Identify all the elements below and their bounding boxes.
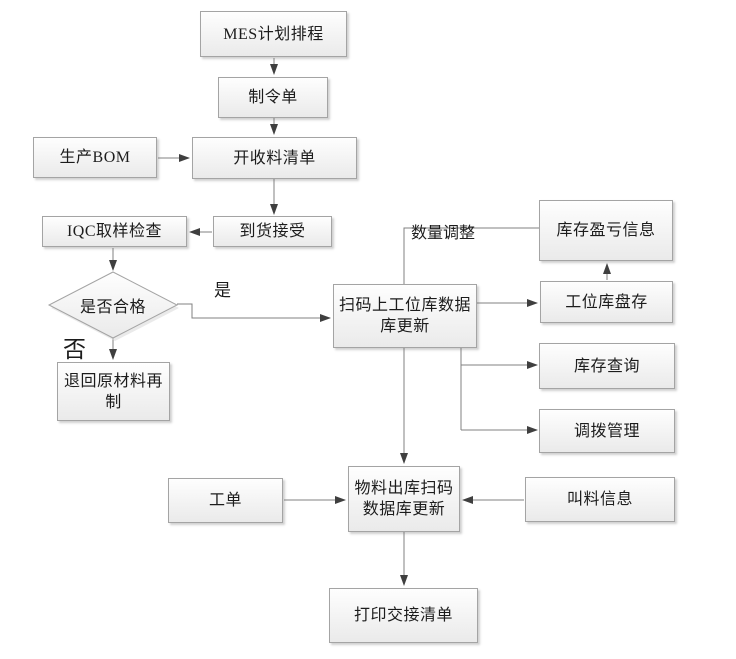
node-wuliao-chuku: 物料出库扫码 数据库更新: [348, 466, 460, 532]
node-diaobo-guanli: 调拨管理: [539, 409, 675, 453]
node-saoma-update: 扫码上工位库数据 库更新: [333, 284, 477, 348]
node-wuliao-chuku-line2: 数据库更新: [362, 501, 446, 518]
node-iqc-check: IQC取样检查: [42, 216, 187, 247]
node-gongwei-pancun: 工位库盘存: [540, 281, 673, 323]
node-saoma-update-line2: 库更新: [380, 318, 430, 335]
node-gongdan: 工单: [168, 478, 283, 523]
node-saoma-update-line1: 扫码上工位库数据: [338, 297, 471, 314]
edge-label-quantity-adjust: 数量调整: [411, 225, 476, 242]
node-jiaoliao-xinxi-label: 叫料信息: [566, 491, 633, 508]
node-diaobo-guanli-label: 调拨管理: [573, 422, 640, 440]
node-kucun-yingkui-label: 库存盈亏信息: [556, 222, 656, 239]
node-zhiling-dan: 制令单: [218, 77, 328, 118]
node-shengchan-bom-label: 生产BOM: [59, 149, 131, 166]
node-tuihui-line2: 制: [105, 393, 122, 411]
node-kucun-yingkui: 库存盈亏信息: [539, 200, 673, 261]
node-kaishouliao-label: 开收料清单: [233, 149, 316, 167]
node-decision-label: 是否合格: [79, 299, 146, 316]
node-kucun-chaxun-label: 库存查询: [573, 357, 640, 375]
node-zhiling-dan-label: 制令单: [248, 89, 298, 106]
node-tuihui: 退回原材料再 制: [57, 362, 170, 421]
node-daohuo-jieshou-label: 到货接受: [239, 223, 306, 240]
decision-diamond: [47, 271, 179, 339]
node-tuihui-line1: 退回原材料再: [63, 372, 163, 390]
node-wuliao-chuku-line1: 物料出库扫码: [354, 480, 454, 497]
node-daohuo-jieshou: 到货接受: [213, 216, 332, 247]
edge-saoma-to-yingkui: [403, 227, 539, 284]
node-iqc-check-label: IQC取样检查: [66, 223, 163, 240]
node-shengchan-bom: 生产BOM: [33, 137, 157, 178]
node-kaishouliao: 开收料清单: [192, 137, 357, 179]
node-mes-plan-label: MES计划排程: [223, 25, 324, 43]
edge-label-no: 否: [63, 337, 86, 362]
edge-decision-yes-to-saoma: [177, 303, 331, 322]
node-dayin-qingdan-label: 打印交接清单: [353, 607, 453, 624]
node-kucun-chaxun: 库存查询: [539, 343, 675, 389]
node-jiaoliao-xinxi: 叫料信息: [525, 477, 675, 522]
node-gongwei-pancun-label: 工位库盘存: [565, 293, 648, 311]
node-dayin-qingdan: 打印交接清单: [329, 588, 478, 643]
node-mes-plan: MES计划排程: [200, 11, 347, 57]
node-gongdan-label: 工单: [208, 492, 242, 509]
edge-label-yes: 是: [214, 281, 231, 300]
